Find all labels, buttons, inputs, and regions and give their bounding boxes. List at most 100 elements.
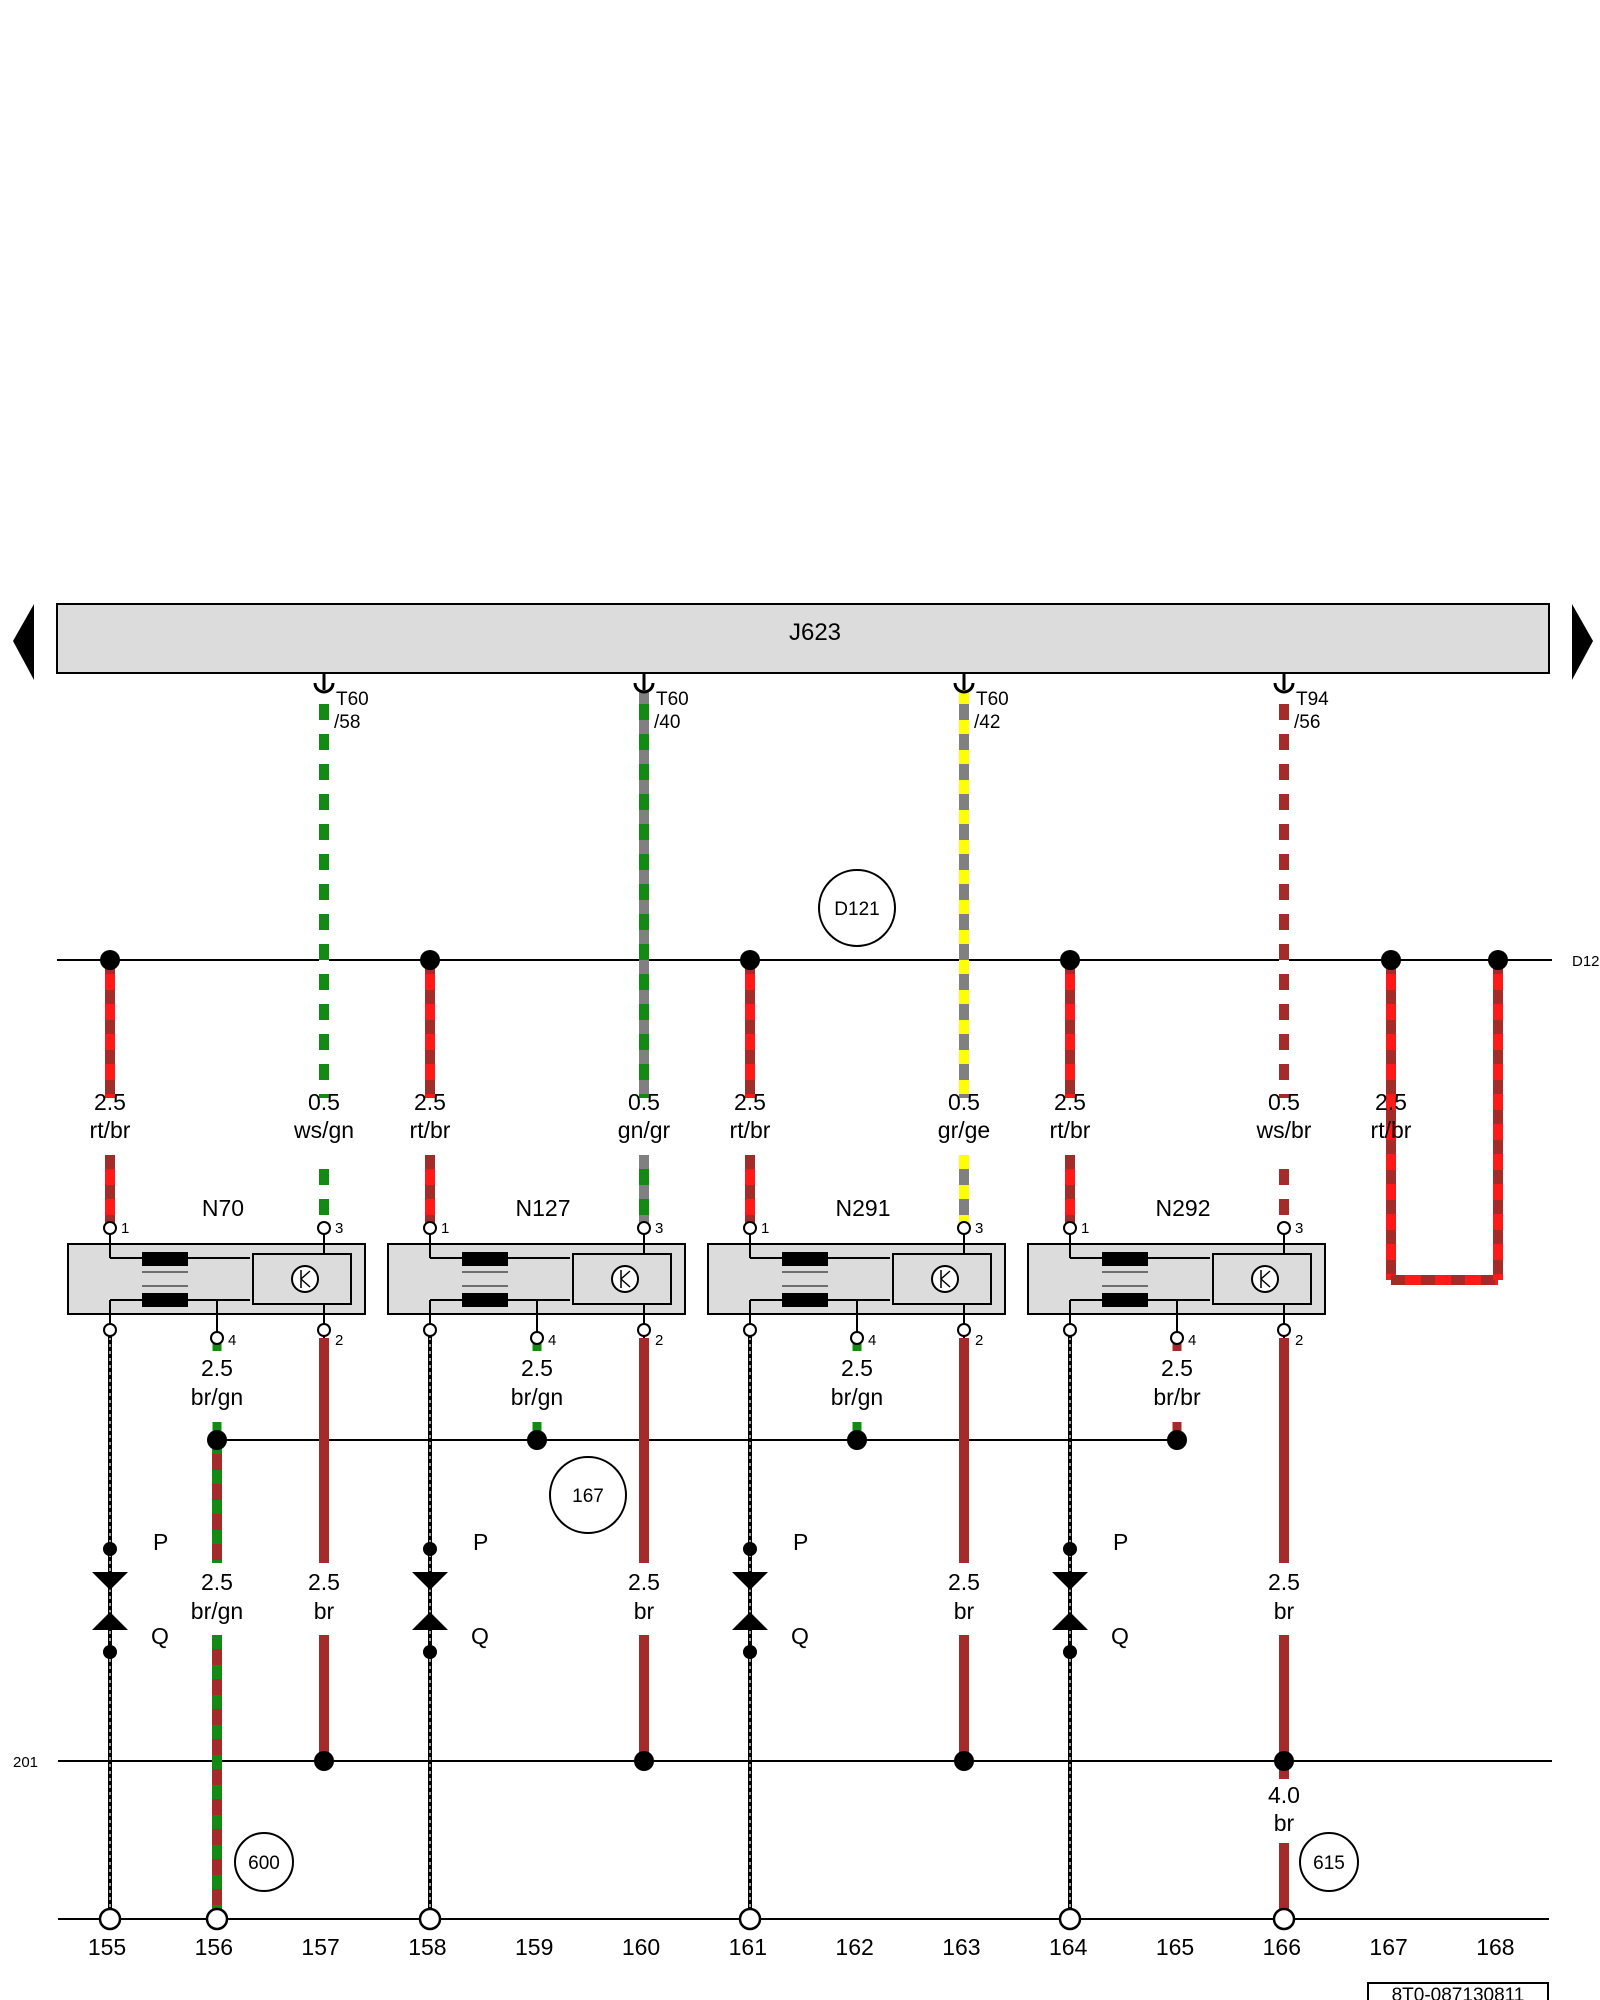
svg-text:2.5: 2.5: [521, 1355, 553, 1381]
column-number: 159: [515, 1934, 553, 1960]
reference-d121: D121: [818, 869, 896, 947]
unit-terminal-symbol: [313, 682, 335, 694]
junction-dot: [527, 1430, 547, 1450]
svg-text:2.5: 2.5: [948, 1569, 980, 1595]
svg-text:br: br: [634, 1598, 655, 1624]
transistor-icon: [291, 1265, 319, 1293]
svg-text:2.5: 2.5: [1268, 1569, 1300, 1595]
junction-dot: [634, 1751, 654, 1771]
svg-text:2.5: 2.5: [841, 1355, 873, 1381]
ground-ref-615: 615: [1299, 1832, 1359, 1892]
svg-text:/42: /42: [974, 712, 1000, 733]
wire-label-gauge: 0.5: [948, 1089, 980, 1115]
wire-label-gauge: 0.5: [628, 1089, 660, 1115]
coil-labels: N70 N127 N291 N292: [202, 1195, 1211, 1221]
svg-text:2.5: 2.5: [201, 1569, 233, 1595]
pin4-wire-labels: 2.5 br/gn 2.5 br/gn 2.5 br/gn 2.5 br/br: [191, 1355, 1201, 1410]
bottom-terminal-ring: [205, 1907, 229, 1931]
connector-dot: [103, 1645, 117, 1659]
bottom-terminal-ring: [418, 1907, 442, 1931]
junction-dot: [740, 950, 760, 970]
coil-pin-ring: [317, 1323, 331, 1337]
svg-text:3: 3: [655, 1220, 663, 1237]
coil-block: [387, 1228, 686, 1338]
column-number: 158: [408, 1934, 446, 1960]
svg-text:1: 1: [121, 1220, 129, 1237]
upper-wire-labels: 2.5 rt/br 0.5 ws/gn 2.5 rt/br 0.5 gn/gr …: [90, 1089, 1412, 1143]
column-number: 162: [835, 1934, 873, 1960]
coil-winding: [782, 1293, 828, 1307]
junction-dot: [1274, 1751, 1294, 1771]
column-number: 155: [88, 1934, 126, 1960]
svg-text:3: 3: [975, 1220, 983, 1237]
wire-label-color: gr/ge: [938, 1117, 990, 1143]
wire-label-color: ws/br: [1256, 1117, 1312, 1143]
coil-label-n291: N291: [836, 1195, 891, 1221]
next-page-arrow[interactable]: [1572, 604, 1593, 680]
coil-winding: [782, 1252, 828, 1266]
column-number: 165: [1156, 1934, 1194, 1960]
svg-text:br: br: [1274, 1810, 1295, 1836]
svg-text:4: 4: [868, 1332, 876, 1349]
connector-dot: [743, 1542, 757, 1556]
connector-p-arrow: [92, 1572, 128, 1590]
wire-label-color: rt/br: [410, 1117, 451, 1143]
svg-text:Q: Q: [151, 1623, 169, 1649]
svg-text:2.5: 2.5: [1161, 1355, 1193, 1381]
wire-label-gauge: 2.5: [1054, 1089, 1086, 1115]
coil-pin-ring: [210, 1331, 224, 1345]
coil-pin-ring: [957, 1323, 971, 1337]
junction-dot: [100, 950, 120, 970]
svg-text:P: P: [153, 1529, 168, 1555]
svg-text:/56: /56: [1294, 712, 1320, 733]
connector-q-arrow: [732, 1612, 768, 1630]
svg-text:3: 3: [1295, 1220, 1303, 1237]
svg-text:2: 2: [335, 1332, 343, 1349]
svg-text:2.5: 2.5: [201, 1355, 233, 1381]
svg-text:2.5: 2.5: [628, 1569, 660, 1595]
svg-text:615: 615: [1313, 1853, 1345, 1874]
transistor-icon: [611, 1265, 639, 1293]
connector-q-arrow: [412, 1612, 448, 1630]
coil-pin-ring: [743, 1323, 757, 1337]
junction-dot: [1060, 950, 1080, 970]
svg-text:P: P: [1113, 1529, 1128, 1555]
connector-p-arrow: [732, 1572, 768, 1590]
svg-text:600: 600: [248, 1853, 280, 1874]
transistor-icon: [931, 1265, 959, 1293]
svg-text:Q: Q: [1111, 1623, 1129, 1649]
svg-text:167: 167: [572, 1486, 604, 1507]
svg-text:2: 2: [655, 1332, 663, 1349]
svg-text:1: 1: [761, 1220, 769, 1237]
wire-label-color: rt/br: [730, 1117, 771, 1143]
coil-pin-ring: [637, 1323, 651, 1337]
svg-text:br: br: [1274, 1598, 1295, 1624]
wire-label-gauge: 2.5: [94, 1089, 126, 1115]
connector-p-arrow: [412, 1572, 448, 1590]
coil-winding: [142, 1252, 188, 1266]
svg-text:br/gn: br/gn: [191, 1598, 243, 1624]
wire-label-gauge: 2.5: [414, 1089, 446, 1115]
coil-pin-ring: [103, 1221, 117, 1235]
coil-pin-ring: [423, 1221, 437, 1235]
connector-dot: [743, 1645, 757, 1659]
previous-page-arrow[interactable]: [13, 604, 34, 680]
svg-text:2: 2: [1295, 1332, 1303, 1349]
svg-text:4: 4: [228, 1332, 236, 1349]
bus-label-201: 201: [13, 1754, 38, 1771]
svg-text:br: br: [314, 1598, 335, 1624]
column-number: 160: [622, 1934, 660, 1960]
coil-pin-ring: [637, 1221, 651, 1235]
column-number: 166: [1263, 1934, 1301, 1960]
coil-pin-ring: [103, 1323, 117, 1337]
connector-q-arrow: [1052, 1612, 1088, 1630]
coil-winding: [1102, 1293, 1148, 1307]
svg-text:T94: T94: [1296, 689, 1329, 710]
svg-text:T60: T60: [656, 689, 689, 710]
connector-p-arrow: [1052, 1572, 1088, 1590]
svg-text:4.0: 4.0: [1268, 1782, 1300, 1808]
coil-pin-ring: [743, 1221, 757, 1235]
column-number: 161: [729, 1934, 767, 1960]
svg-text:4: 4: [548, 1332, 556, 1349]
